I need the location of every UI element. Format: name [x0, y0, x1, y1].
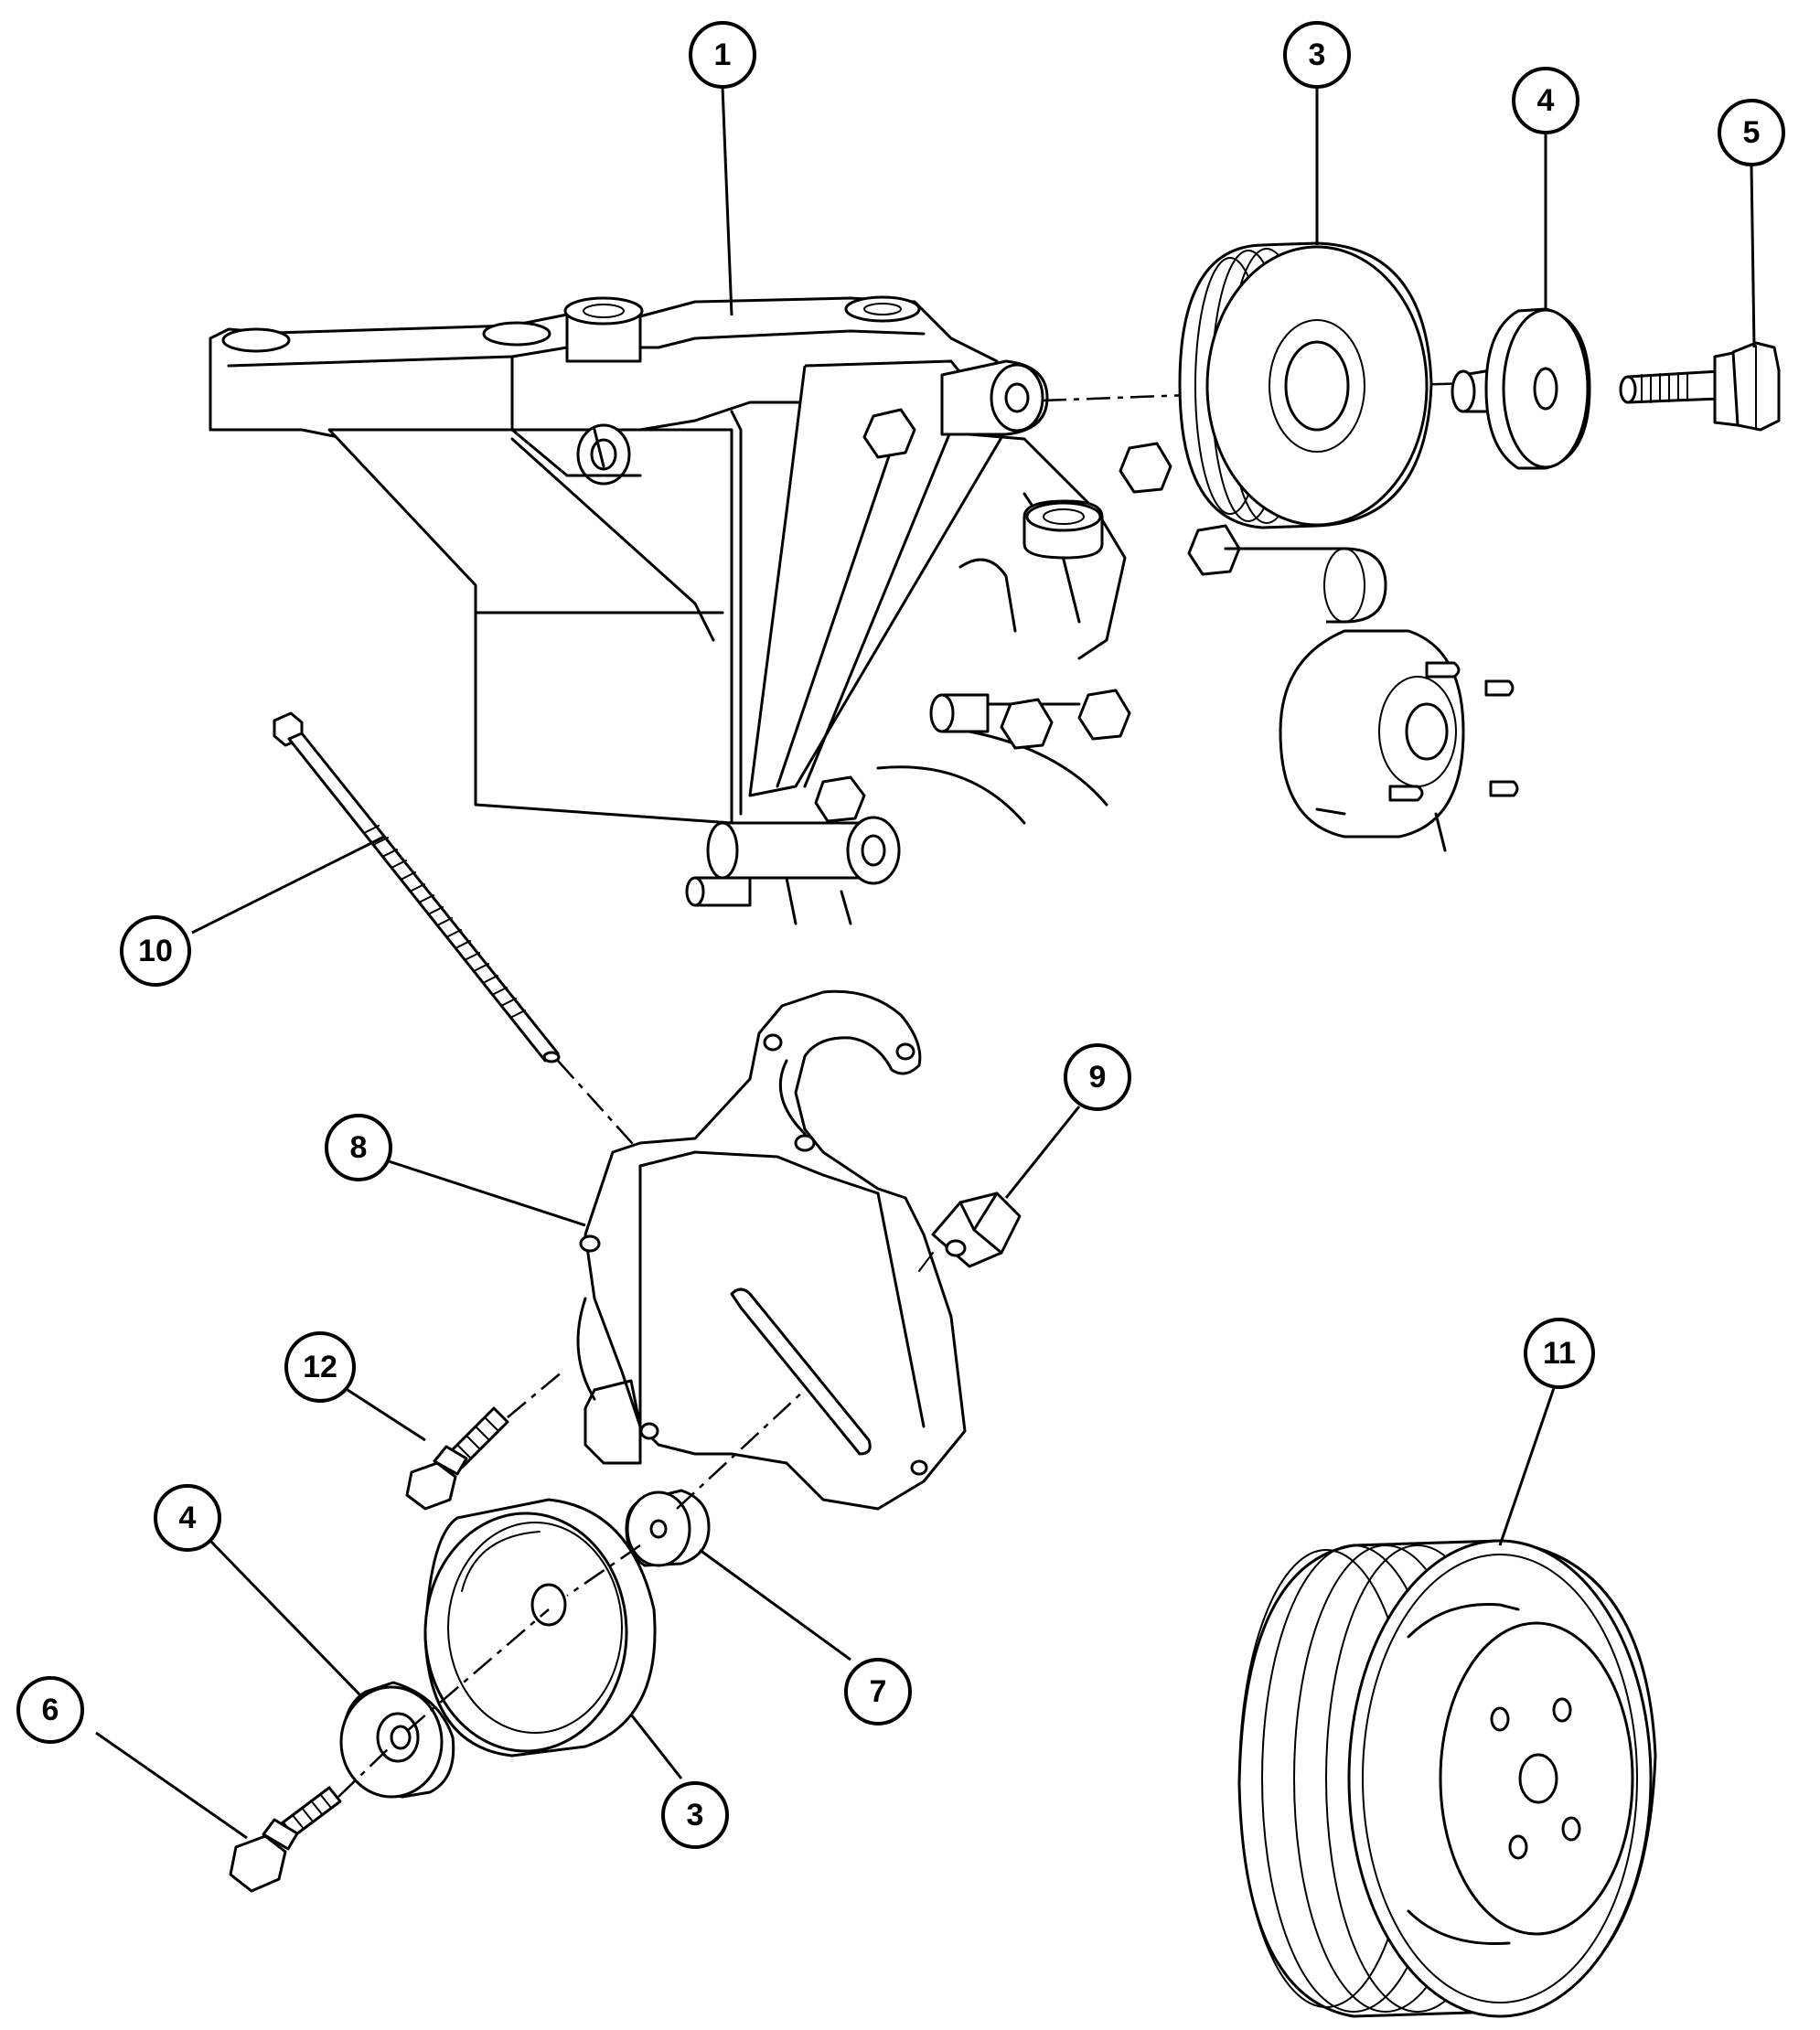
upper-centerline-a [1042, 393, 1190, 402]
callout-5: 5 [1718, 99, 1785, 166]
mounting-bracket [209, 295, 1049, 925]
callout-4-upper-label: 4 [1537, 83, 1555, 118]
callout-8: 8 [325, 1114, 392, 1181]
crankshaft-pulley [1237, 1539, 1657, 2018]
callout-12-label: 12 [303, 1350, 337, 1384]
callout-7-label: 7 [870, 1674, 887, 1709]
callout-4-lower-label: 4 [179, 1501, 197, 1535]
lower-bolt [229, 1747, 390, 1893]
engine-background [876, 433, 1519, 852]
callout-12: 12 [284, 1331, 356, 1403]
lower-idler-pulley [423, 1498, 657, 1758]
callout-6-label: 6 [42, 1693, 59, 1727]
callout-9-label: 9 [1089, 1060, 1107, 1095]
callout-1: 1 [689, 21, 756, 89]
callout-3-upper: 3 [1283, 21, 1351, 89]
pump-mounting-bracket [576, 989, 967, 1511]
bracket-bolt [405, 1371, 563, 1511]
callout-1-label: 1 [714, 37, 732, 72]
long-stud-bolt [273, 711, 641, 1153]
upper-spacer-washer [1451, 307, 1591, 470]
lower-spacer-washer [339, 1608, 550, 1799]
lower-spacer [625, 1389, 806, 1567]
callout-6: 6 [16, 1676, 84, 1744]
callout-8-label: 8 [350, 1130, 368, 1165]
callout-3-lower-label: 3 [687, 1798, 704, 1832]
callout-9: 9 [1064, 1043, 1131, 1111]
callout-7: 7 [844, 1658, 912, 1726]
upper-idler-pulley [1178, 241, 1433, 529]
square-spacer-block [918, 1191, 1022, 1272]
callout-4-lower: 4 [154, 1484, 221, 1552]
leader-lines [95, 86, 1756, 1840]
callout-3-lower: 3 [661, 1781, 729, 1849]
upper-bolt [1619, 341, 1781, 432]
callout-4-upper: 4 [1512, 67, 1579, 134]
callout-10-label: 10 [138, 934, 173, 968]
callout-11: 11 [1524, 1318, 1595, 1389]
callout-10: 10 [120, 915, 191, 987]
callout-5-label: 5 [1743, 115, 1761, 150]
callout-11-label: 11 [1543, 1336, 1576, 1371]
callout-3-upper-label: 3 [1309, 37, 1326, 72]
